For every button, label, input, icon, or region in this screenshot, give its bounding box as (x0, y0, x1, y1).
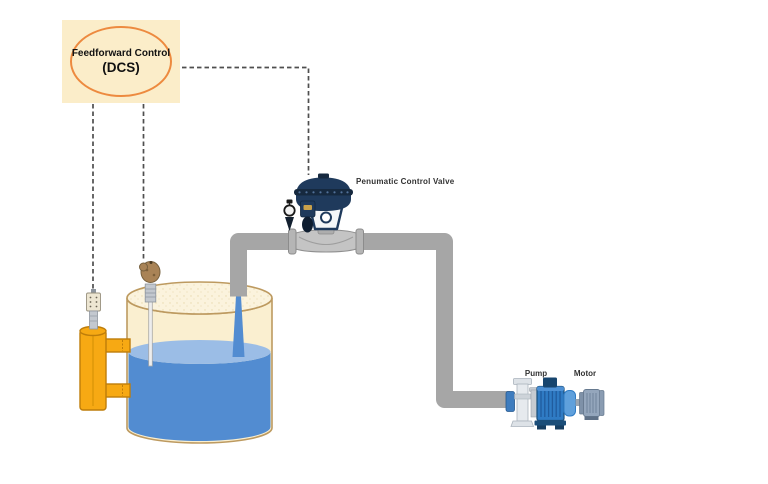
actuator-vent (318, 173, 329, 179)
pump-base (534, 420, 566, 426)
valve-label: Penumatic Control Valve (356, 177, 455, 186)
motor-rear-cap (599, 390, 605, 416)
level-sensor-icon (139, 261, 161, 367)
pump-inlet-flange (505, 391, 515, 412)
gauge-top-pipe (103, 338, 131, 353)
sensor-probe-rod (148, 299, 153, 367)
water-body (128, 352, 271, 441)
level-gauge-icon (79, 325, 131, 411)
pipe-run (230, 233, 510, 408)
pump-foot (510, 420, 535, 427)
signal-line-controller-to-valve (182, 66, 310, 175)
gauge-bottom-pipe (103, 383, 131, 398)
pump-top-box (543, 377, 557, 388)
motor-icon (575, 389, 605, 420)
level-transmitter-icon (86, 289, 101, 330)
feedforward-controller-box: Feedforward Control (DCS) (62, 20, 180, 103)
controller-title: Feedforward Control (71, 48, 171, 59)
inflow-stream (232, 296, 245, 357)
pump-volute-neck (530, 389, 538, 418)
transmitter-stem (89, 310, 98, 330)
pump-coupling (563, 390, 576, 417)
motor-base (584, 416, 599, 420)
air-regulator-icon (283, 199, 296, 231)
motor-label: Motor (573, 369, 597, 378)
pneumatic-control-valve-icon (283, 173, 364, 255)
transmitter-nub (91, 289, 96, 294)
process-pipe (230, 233, 510, 408)
motor-shaft (575, 399, 581, 406)
signal-dashed-lines (92, 66, 310, 291)
valve-left-flange (288, 228, 297, 255)
pump-discharge-pipe (516, 383, 529, 422)
controller-subtitle: (DCS) (102, 60, 140, 75)
motor-body (583, 389, 601, 417)
transmitter-head (86, 292, 101, 312)
controller-ellipse: Feedforward Control (DCS) (70, 26, 172, 97)
pump-label: Pump (524, 369, 548, 378)
pump-icon (505, 377, 576, 430)
valve-right-flange (355, 228, 364, 255)
water-fill (128, 296, 271, 441)
